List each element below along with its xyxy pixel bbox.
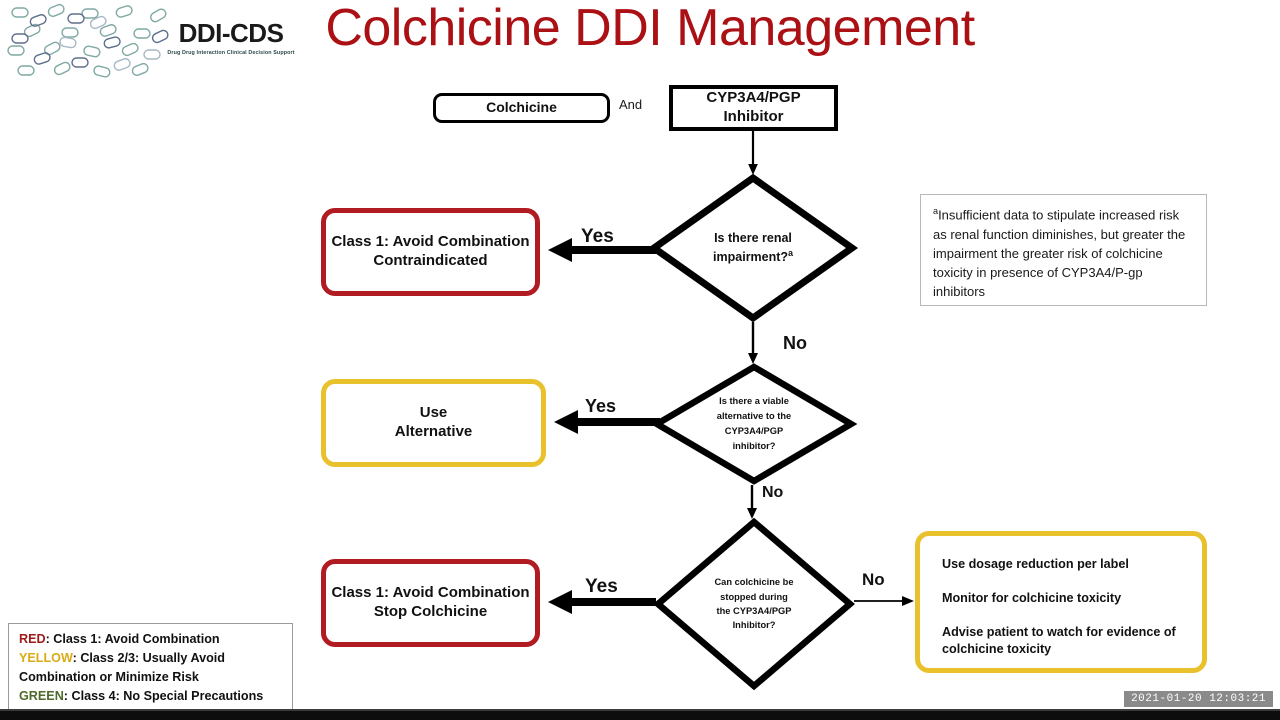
- outcome-class1-stop-colchicine: Class 1: Avoid Combination Stop Colchici…: [321, 559, 540, 647]
- diamond-shape-1: [647, 173, 859, 323]
- legend-box: RED: Class 1: Avoid Combination YELLOW: …: [8, 623, 293, 711]
- slide-bottom-divider: [0, 709, 1280, 711]
- node-cyp3a4-pgp-inhibitor-label: CYP3A4/PGP Inhibitor: [706, 89, 801, 125]
- legend-item-green: GREEN: Class 4: No Special Precautions: [19, 687, 282, 706]
- diamond-shape-3: [652, 517, 856, 691]
- legend-item-yellow-cont: Combination or Minimize Risk: [19, 668, 282, 687]
- logo-text-block: DDI-CDS Drug Drug Interaction Clinical D…: [166, 20, 296, 56]
- legend-text-red: : Class 1: Avoid Combination: [45, 632, 220, 646]
- diamond-shape-2: [650, 363, 858, 485]
- legend-text-yellow-cont: Combination or Minimize Risk: [19, 670, 199, 685]
- legend-key-green: GREEN: [19, 689, 64, 704]
- outcome-use-alternative: Use Alternative: [321, 379, 546, 467]
- advice-line-3: Advise patient to watch for evidence of …: [942, 625, 1176, 656]
- outcome-class1-contraindicated: Class 1: Avoid Combination Contraindicat…: [321, 208, 540, 296]
- advice-line-1: Use dosage reduction per label: [942, 557, 1129, 571]
- edge-label-no-2: No: [762, 484, 784, 501]
- decision-stop-colchicine: Can colchicine be stopped during the CYP…: [652, 517, 856, 691]
- connector-cyp-to-decision1: [748, 131, 758, 175]
- connector-decision3-yes: [548, 590, 656, 614]
- outcome-class1-contraindicated-label: Class 1: Avoid Combination Contraindicat…: [331, 233, 530, 269]
- slide-bottom-bar: [0, 711, 1280, 720]
- footnote-box: aInsufficient data to stipulate increase…: [920, 194, 1207, 306]
- footnote-box-marker: a: [933, 206, 939, 216]
- legend-key-red: RED: [19, 632, 46, 646]
- legend-text-green: : Class 4: No Special Precautions: [63, 689, 264, 704]
- edge-label-yes-1: Yes: [581, 226, 614, 247]
- outcome-use-alternative-label: Use Alternative: [394, 404, 473, 440]
- legend-item-yellow: YELLOW: Class 2/3: Usually Avoid: [19, 649, 282, 668]
- decision-renal-impairment: Is there renal impairment?a: [647, 173, 859, 323]
- edge-label-yes-2: Yes: [585, 396, 617, 416]
- connector-decision3-no: [854, 596, 914, 606]
- footnote-box-text: Insufficient data to stipulate increased…: [933, 207, 1186, 300]
- logo-title: DDI-CDS: [178, 18, 284, 48]
- connector-decision2-yes: [554, 410, 660, 434]
- node-colchicine: Colchicine: [433, 93, 610, 123]
- legend-key-yellow: YELLOW: [19, 651, 73, 666]
- edge-label-yes-3: Yes: [585, 576, 618, 597]
- ddi-cds-logo: DDI-CDS Drug Drug Interaction Clinical D…: [4, 2, 296, 88]
- decision-viable-alternative: Is there a viable alternative to the CYP…: [650, 363, 858, 485]
- edge-label-no-3: No: [862, 570, 885, 589]
- timestamp-badge: 2021-01-20 12:03:21: [1124, 691, 1273, 707]
- connector-decision1-no: [748, 322, 758, 364]
- advice-line-2: Monitor for colchicine toxicity: [942, 591, 1122, 605]
- outcome-advice-box: Use dosage reduction per label Monitor f…: [915, 531, 1207, 673]
- outcome-class1-stop-colchicine-label: Class 1: Avoid Combination Stop Colchici…: [331, 584, 530, 620]
- legend-item-red: RED: Class 1: Avoid Combination: [19, 630, 282, 649]
- pill-capsule-pattern-icon: [7, 3, 169, 78]
- node-cyp3a4-pgp-inhibitor: CYP3A4/PGP Inhibitor: [669, 85, 838, 131]
- conjunction-and-label: And: [619, 97, 643, 112]
- connector-decision2-no: [747, 485, 757, 519]
- edge-label-no-1: No: [783, 333, 807, 353]
- legend-text-yellow: : Class 2/3: Usually Avoid: [72, 651, 225, 666]
- logo-subtitle: Drug Drug Interaction Clinical Decision …: [167, 50, 295, 56]
- connector-decision1-yes: [548, 238, 656, 262]
- page-title: Colchicine DDI Management: [325, 0, 975, 57]
- node-colchicine-label: Colchicine: [486, 99, 557, 116]
